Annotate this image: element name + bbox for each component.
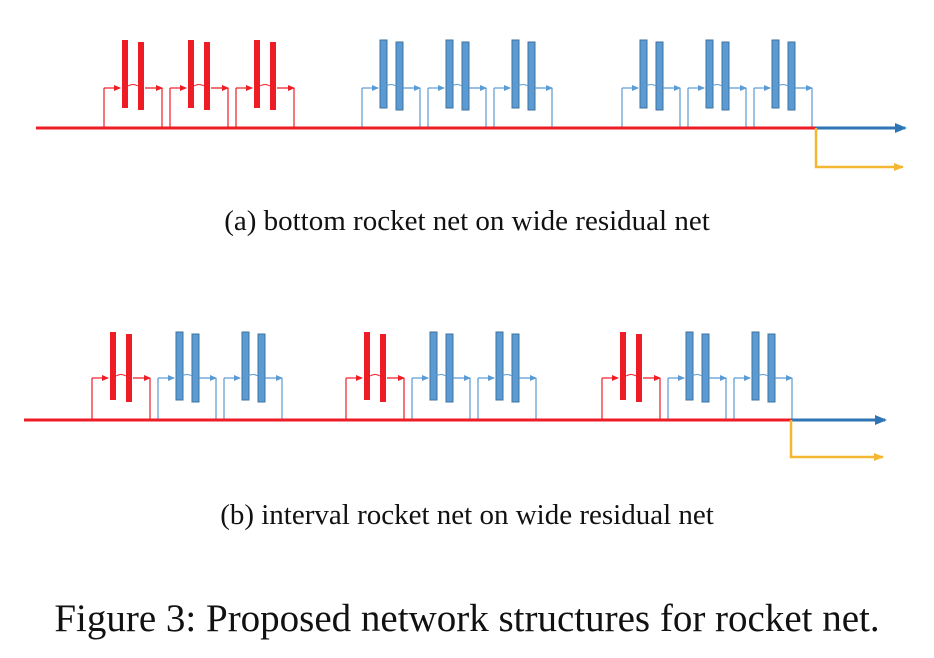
conv-layer: [685, 331, 694, 401]
conv-layer: [175, 331, 184, 401]
conv-layer: [188, 40, 194, 108]
residual-block: [733, 331, 793, 420]
rocket-block: [91, 332, 151, 420]
conv-layer: [751, 331, 760, 401]
conv-layer: [511, 333, 520, 403]
rocket-block: [103, 40, 163, 128]
conv-layer: [110, 332, 116, 400]
conv-layer: [701, 333, 710, 403]
conv-layer: [204, 42, 210, 110]
subfigure-a-caption: (a) bottom rocket net on wide residual n…: [224, 205, 710, 237]
side-output-arrow: [814, 128, 904, 171]
conv-layer: [461, 41, 470, 111]
rocket-block: [345, 332, 405, 420]
conv-layer: [495, 331, 504, 401]
residual-block: [361, 39, 421, 128]
conv-layer: [380, 334, 386, 402]
conv-layer: [191, 333, 200, 403]
residual-block: [667, 331, 727, 420]
conv-layer: [257, 333, 266, 403]
conv-layer: [241, 331, 250, 401]
rocket-block: [235, 40, 295, 128]
conv-layer: [636, 334, 642, 402]
residual-block: [477, 331, 537, 420]
conv-layer: [771, 39, 780, 109]
conv-layer: [705, 39, 714, 109]
interval-rocket-diagram: [24, 331, 887, 461]
residual-block: [223, 331, 283, 420]
conv-layer: [527, 41, 536, 111]
residual-block: [411, 331, 471, 420]
conv-layer: [620, 332, 626, 400]
subfigure-b-caption: (b) interval rocket net on wide residual…: [220, 499, 714, 531]
rocket-block: [169, 40, 229, 128]
bottom-rocket-diagram: [36, 39, 907, 171]
conv-layer: [364, 332, 370, 400]
conv-layer: [122, 40, 128, 108]
conv-layer: [655, 41, 664, 111]
conv-layer: [511, 39, 520, 109]
residual-block: [157, 331, 217, 420]
conv-layer: [126, 334, 132, 402]
conv-layer: [138, 42, 144, 110]
conv-layer: [270, 42, 276, 110]
conv-layer: [639, 39, 648, 109]
side-output-arrow: [789, 420, 884, 461]
residual-block: [621, 39, 681, 128]
rocket-block: [601, 332, 661, 420]
figure-caption: Figure 3: Proposed network structures fo…: [54, 597, 880, 640]
residual-block: [493, 39, 553, 128]
conv-layer: [379, 39, 388, 109]
conv-layer: [787, 41, 796, 111]
conv-layer: [395, 41, 404, 111]
conv-layer: [445, 39, 454, 109]
residual-block: [687, 39, 747, 128]
residual-block: [427, 39, 487, 128]
conv-layer: [721, 41, 730, 111]
conv-layer: [767, 333, 776, 403]
conv-layer: [429, 331, 438, 401]
conv-layer: [445, 333, 454, 403]
conv-layer: [254, 40, 260, 108]
residual-block: [753, 39, 813, 128]
